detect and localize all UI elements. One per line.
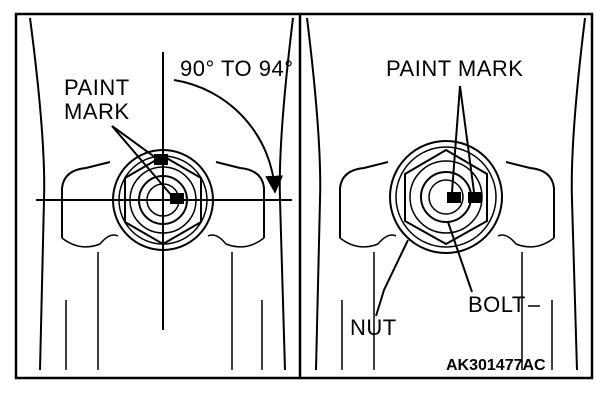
bolt-leader (447, 221, 473, 293)
right-nut-hex (404, 148, 488, 246)
right-housing-bottom-right (497, 234, 555, 248)
left-panel: PAINT MARK 90° TO 94° (29, 17, 294, 371)
nut-label: NUT (350, 315, 397, 340)
right-housing-bottom-left (339, 234, 397, 248)
right-arm-outline-left (306, 17, 322, 371)
angle-label: 90° TO 94° (180, 56, 294, 81)
right-housing-right (505, 161, 555, 238)
left-paint-mark-nut (154, 154, 168, 165)
left-housing-right (215, 161, 265, 238)
left-paint-label-line2: MARK (64, 99, 130, 124)
right-panel: PAINT MARK NUT BOLT AK301477AC (306, 17, 586, 374)
right-leader-paint-bolt (451, 85, 461, 193)
right-leader-paint-nut (459, 85, 475, 193)
left-leader-bolt (111, 125, 173, 197)
left-paint-mark-bolt (170, 193, 184, 204)
left-leader-nut (111, 125, 157, 159)
left-arm-outline-left (29, 17, 46, 371)
figure-code: AK301477AC (446, 357, 546, 374)
right-arm-outline-right (570, 17, 586, 371)
bolt-label: BOLT (468, 292, 526, 317)
right-housing-left (339, 161, 389, 238)
right-washer-outer (389, 140, 503, 254)
right-paint-mark-bolt (447, 192, 461, 203)
left-housing-bottom-right (207, 234, 265, 248)
left-paint-label-line1: PAINT (64, 75, 130, 100)
right-washer-inner (395, 146, 497, 248)
left-housing-left (61, 161, 111, 238)
nut-leader (375, 239, 409, 317)
left-housing-bottom-left (61, 234, 119, 248)
right-bolt-inner (428, 179, 464, 215)
rotation-arrow (173, 79, 284, 194)
right-paint-mark-label: PAINT MARK (386, 56, 523, 81)
right-paint-mark-nut (468, 192, 482, 203)
